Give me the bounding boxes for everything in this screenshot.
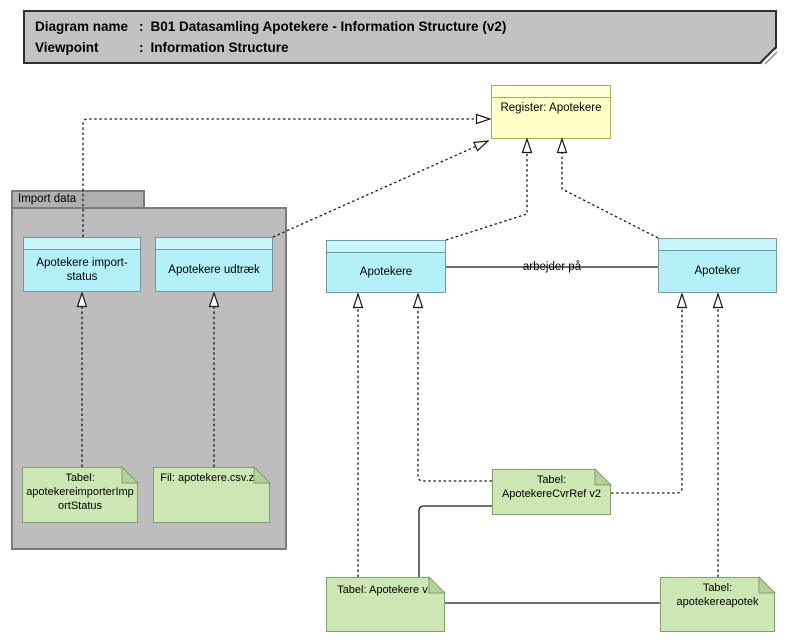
- note-label: Tabel: apotekereapotek: [676, 582, 759, 608]
- viewpoint-separator: :: [139, 40, 144, 55]
- entity-apotekere[interactable]: Apotekere: [326, 240, 446, 293]
- note-label: Tabel: ApotekereCvrRef v2: [501, 474, 602, 500]
- viewpoint-value: Information Structure: [150, 40, 289, 55]
- connector-apoteker-to-register: [562, 139, 659, 239]
- entity-apotekere-import-status[interactable]: Apotekere import-status: [23, 237, 141, 292]
- entity-header-strip: [24, 238, 140, 250]
- entity-register-apotekere[interactable]: Register: Apotekere: [491, 85, 611, 139]
- entity-register-apotekere-label: Register: Apotekere: [500, 102, 602, 114]
- note-fil-apotekere-csv-zip[interactable]: Fil: apotekere.csv.zip: [153, 467, 270, 523]
- note-label: Tabel: apotekereimporterImportStatus: [26, 472, 134, 512]
- note-tabel-apotekereapotek[interactable]: Tabel: apotekereapotek: [660, 577, 775, 632]
- note-label: Tabel: Apotekere v2: [337, 584, 434, 596]
- entity-apotekere-udtraek-label: Apotekere udtræk: [168, 263, 260, 276]
- title-separator: :: [139, 19, 144, 34]
- diagram-name-value: B01 Datasamling Apotekere - Information …: [150, 19, 507, 34]
- entity-header-strip: [327, 241, 445, 253]
- note-tabel-apotekereimporterimportstatus[interactable]: Tabel: apotekereimporterImportStatus: [22, 467, 138, 523]
- association-label-arbejder-paa: arbejder på: [518, 261, 586, 273]
- entity-apotekere-import-status-label: Apotekere import-status: [36, 256, 128, 283]
- entity-apotekere-udtraek[interactable]: Apotekere udtræk: [155, 237, 273, 292]
- entity-apoteker-label: Apoteker: [694, 264, 741, 277]
- entity-apotekere-label: Apotekere: [359, 265, 413, 278]
- connector-apotekere-to-register: [445, 139, 527, 241]
- connector-udtraek-to-register: [272, 141, 488, 238]
- entity-header-strip: [492, 86, 610, 98]
- diagram-title-block: Diagram name : B01 Datasamling Apotekere…: [23, 10, 777, 64]
- title-row-diagram-name: Diagram name : B01 Datasamling Apotekere…: [35, 16, 765, 37]
- note-label: Fil: apotekere.csv.zip: [160, 472, 263, 484]
- connector-cvrref-to-apotekere: [418, 294, 492, 482]
- entity-header-strip: [156, 238, 272, 250]
- viewpoint-label: Viewpoint: [35, 40, 99, 55]
- entity-apoteker[interactable]: Apoteker: [658, 238, 777, 293]
- folder-import-data-label: Import data: [18, 193, 77, 205]
- connector-cvrref-to-tabel-apotekere-v2: [418, 505, 492, 577]
- title-label: Diagram name: [35, 19, 129, 34]
- title-row-viewpoint: Viewpoint : Information Structure: [35, 37, 765, 58]
- note-tabel-apotekerecvrref-v2[interactable]: Tabel: ApotekereCvrRef v2: [492, 469, 611, 515]
- folder-import-data-tab[interactable]: Import data: [11, 190, 145, 208]
- entity-header-strip: [659, 239, 776, 251]
- note-tabel-apotekere-v2[interactable]: Tabel: Apotekere v2: [326, 577, 445, 632]
- connector-cvrref-to-apoteker: [611, 294, 682, 494]
